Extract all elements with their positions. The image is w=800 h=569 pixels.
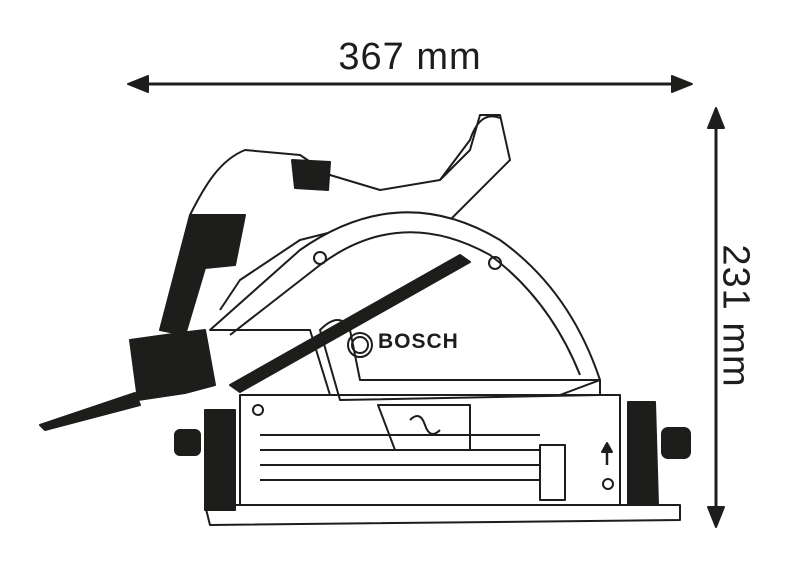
- height-dimension-arrow: [707, 107, 725, 528]
- base-plate: [204, 504, 681, 526]
- width-dimension-arrow: [127, 75, 693, 93]
- power-cord: [39, 392, 141, 431]
- bosch-logo-icon: [347, 332, 373, 358]
- width-dimension-label: 367 mm: [338, 36, 482, 78]
- height-dimension-label: 231 mm: [714, 244, 757, 388]
- brand-label: BOSCH: [378, 330, 459, 353]
- blade-guard: [209, 211, 601, 396]
